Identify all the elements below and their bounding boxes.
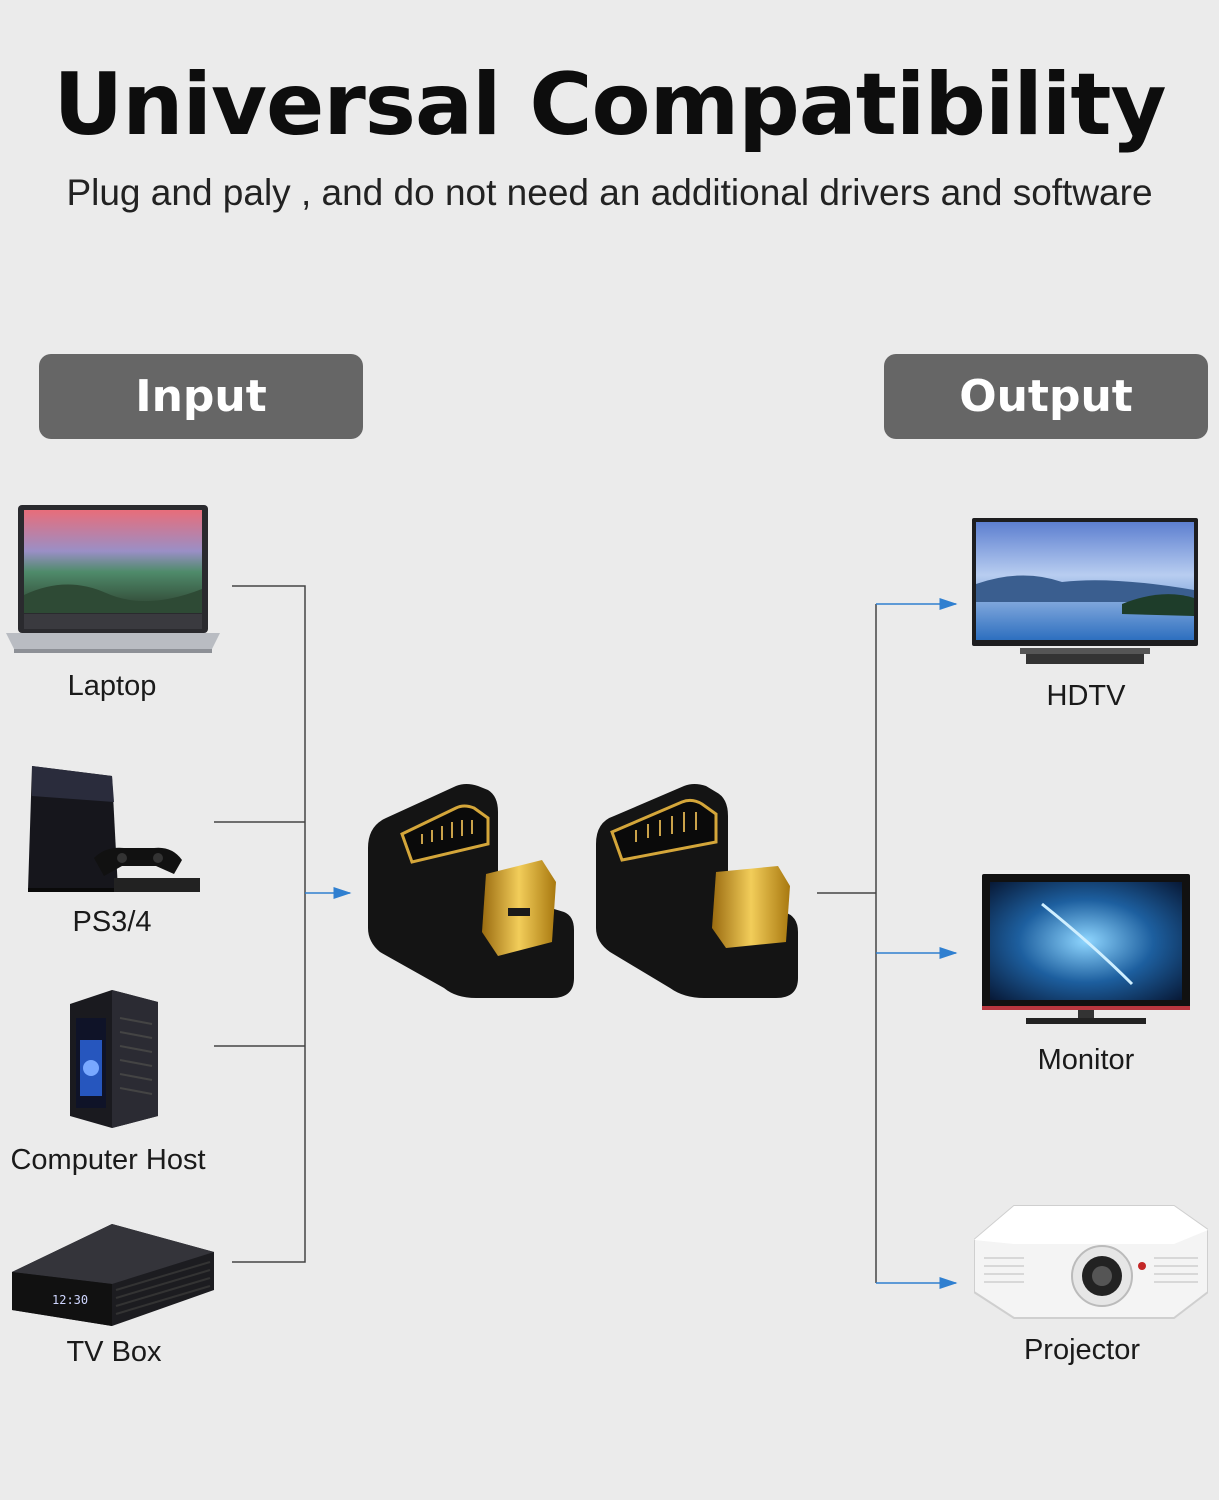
- laptop-icon: [6, 505, 220, 655]
- projector-icon: [974, 1200, 1208, 1324]
- computer-tower-icon: [66, 988, 162, 1130]
- device-label-ps: PS3/4: [72, 906, 152, 938]
- device-label-monitor: Monitor: [1037, 1044, 1135, 1076]
- input-heading: Input: [39, 354, 363, 439]
- output-heading: Output: [884, 354, 1208, 439]
- device-label-tv-box: TV Box: [66, 1336, 162, 1368]
- svg-text:12:30: 12:30: [52, 1293, 88, 1307]
- page-title: Universal Compatibility: [53, 55, 1166, 155]
- hdmi-u-adapter-icon: [366, 782, 806, 1002]
- game-console-icon: [24, 762, 204, 894]
- monitor-icon: [982, 874, 1190, 1026]
- tv-icon: [972, 518, 1198, 666]
- device-label-hdtv: HDTV: [1046, 680, 1126, 712]
- page-subtitle: Plug and paly , and do not need an addit…: [66, 172, 1153, 213]
- device-label-computer-host: Computer Host: [10, 1144, 206, 1176]
- device-label-projector: Projector: [1023, 1334, 1141, 1366]
- tv-box-icon: 12:30: [12, 1222, 214, 1328]
- device-label-laptop: Laptop: [67, 670, 157, 702]
